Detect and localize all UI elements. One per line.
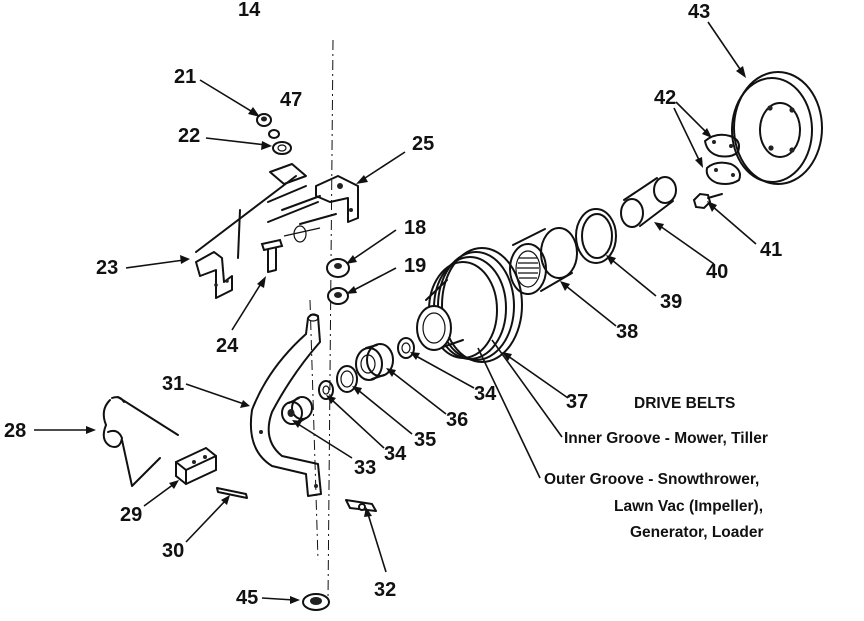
part-31-lever	[249, 313, 322, 497]
part-34-washer-upper	[397, 337, 415, 359]
legend-title: DRIVE BELTS	[634, 395, 735, 412]
part-36-bushing	[355, 343, 394, 381]
callout-32: 32	[374, 579, 396, 601]
callout-38: 38	[616, 321, 638, 343]
callout-30: 30	[162, 540, 184, 562]
callout-35: 35	[414, 429, 436, 451]
callout-34-upper: 34	[474, 383, 497, 405]
legend-inner-groove: Inner Groove - Mower, Tiller	[564, 430, 768, 447]
part-40-sleeve	[620, 176, 677, 228]
part-35-ring	[336, 365, 358, 393]
part-42-hub-halves	[704, 133, 741, 185]
callout-24: 24	[216, 335, 239, 357]
part-23-bracket	[195, 251, 233, 299]
shaft-centerline	[327, 39, 334, 601]
callout-47: 47	[280, 89, 302, 111]
callout-14: 14	[238, 0, 261, 21]
part-22-washer	[272, 141, 292, 155]
lever-centerline	[309, 299, 319, 561]
callout-labels: 14 21 47 22 25 23 24 18 19 43 42 41 40 3…	[4, 0, 782, 609]
linkage-rods	[195, 163, 337, 259]
part-45-nut	[302, 593, 330, 611]
callout-42: 42	[654, 87, 676, 109]
callout-34-lower: 34	[384, 443, 407, 465]
callout-39: 39	[660, 291, 682, 313]
part-25-mount-bracket	[315, 175, 359, 223]
part-32-clip	[345, 499, 377, 512]
callout-36: 36	[446, 409, 468, 431]
callout-31: 31	[162, 373, 184, 395]
part-30-rod	[216, 487, 248, 499]
part-47-washer	[268, 129, 280, 139]
leader-lines	[34, 21, 757, 604]
callout-41: 41	[760, 239, 782, 261]
callout-23: 23	[96, 257, 118, 279]
callout-21: 21	[174, 66, 196, 88]
part-19-nut	[327, 287, 349, 305]
callout-45: 45	[236, 587, 258, 609]
part-28-spring	[102, 396, 179, 487]
callout-29: 29	[120, 504, 142, 526]
callout-19: 19	[404, 255, 426, 277]
part-38-bearing	[509, 227, 578, 295]
part-43-pulley	[731, 71, 823, 185]
part-21-nut	[256, 113, 272, 127]
callout-18: 18	[404, 217, 426, 239]
part-34-washer-lower	[318, 380, 334, 400]
part-18-nut	[326, 258, 350, 278]
callout-22: 22	[178, 125, 200, 147]
callout-25: 25	[412, 133, 434, 155]
callout-43: 43	[688, 1, 710, 23]
callout-37: 37	[566, 391, 588, 413]
part-39-ring	[575, 208, 617, 264]
part-41-bolt	[692, 192, 723, 210]
legend-outer-groove-line2: Lawn Vac (Impeller),	[614, 498, 763, 515]
callout-28: 28	[4, 420, 26, 442]
part-33-spacer	[281, 396, 313, 425]
part-37-drive-pulley	[416, 247, 523, 363]
part-24-bolt	[260, 225, 321, 273]
legend-outer-groove-line1: Outer Groove - Snowthrower,	[544, 471, 759, 488]
callout-40: 40	[706, 261, 728, 283]
legend-outer-groove-line3: Generator, Loader	[630, 524, 764, 541]
part-29-block	[175, 446, 217, 486]
callout-33: 33	[354, 457, 376, 479]
drive-belts-legend: DRIVE BELTS Inner Groove - Mower, Tiller…	[544, 395, 768, 541]
